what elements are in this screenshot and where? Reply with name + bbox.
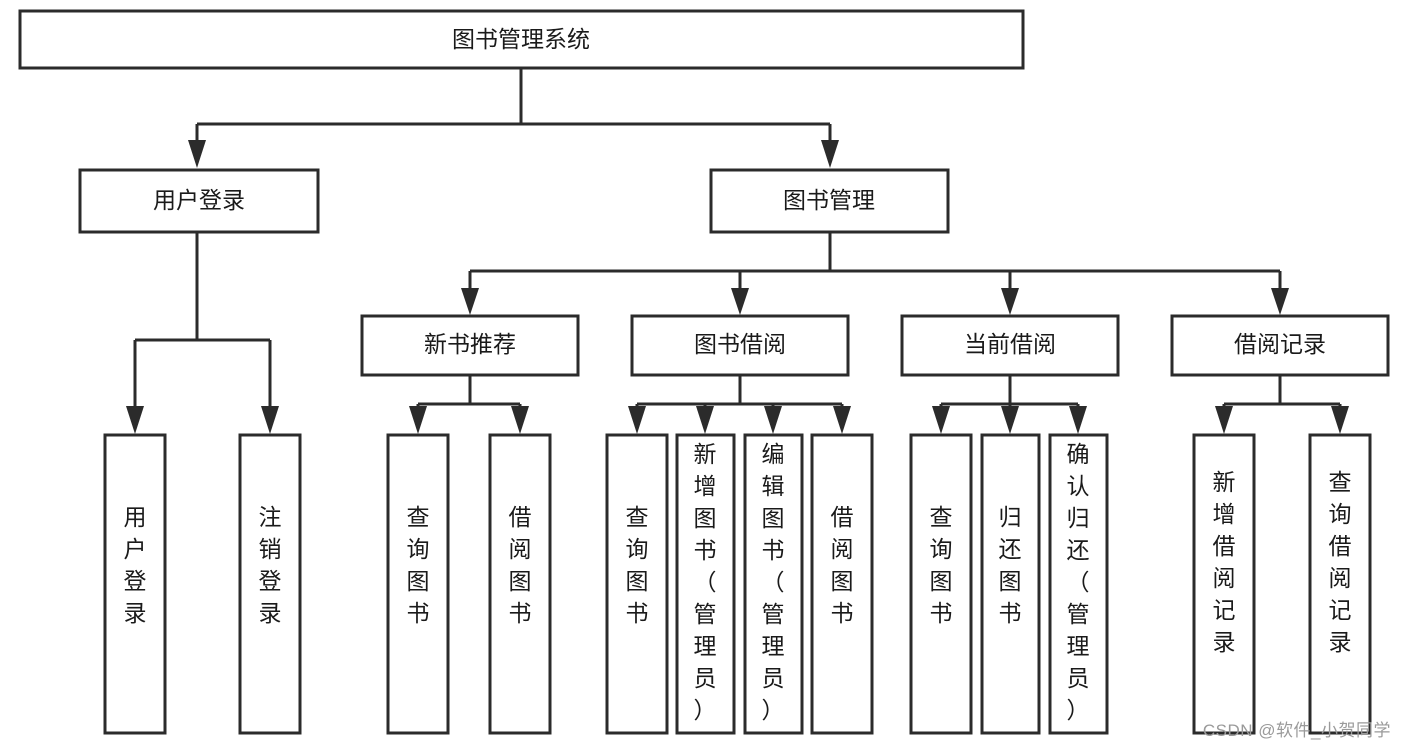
node-leaf7-label: 编辑图书（管理员）	[762, 441, 785, 723]
arrow-head-leaf10	[1001, 406, 1019, 434]
node-leaf4-label: 借阅图书	[509, 504, 532, 626]
node-leaf12-box[interactable]	[1192, 433, 1256, 735]
node-leaf11-label: 确认归还（管理员）	[1067, 441, 1090, 723]
node-login-label: 用户登录	[153, 187, 245, 213]
arrow-head-leaf1	[126, 406, 144, 434]
node-leaf10-box[interactable]	[980, 433, 1041, 735]
node-leaf4[interactable]: 借阅图书	[488, 433, 552, 735]
node-newbook-label: 新书推荐	[424, 331, 516, 357]
edge-group-records-to-leaves	[1215, 375, 1349, 434]
node-root-box[interactable]	[18, 9, 1025, 70]
node-borrow-label: 图书借阅	[694, 331, 786, 357]
node-leaf6[interactable]: 新增图书（管理员）	[675, 433, 736, 735]
arrow-head-leaf11	[1069, 406, 1087, 434]
edge-group-borrow-to-leaves	[628, 375, 851, 434]
node-leaf11-box[interactable]	[1048, 433, 1109, 735]
node-leaf1-label: 用户登录	[124, 504, 147, 626]
arrow-head-leaf3	[409, 406, 427, 434]
node-leaf4-box[interactable]	[488, 433, 552, 735]
node-leaf8[interactable]: 借阅图书	[810, 433, 874, 735]
node-leaf10-label: 归还图书	[999, 504, 1022, 626]
node-bookmgmt[interactable]: 图书管理	[709, 168, 950, 234]
node-login[interactable]: 用户登录	[78, 168, 320, 234]
node-leaf13[interactable]: 查询借阅记录	[1308, 433, 1372, 735]
node-leaf5-label: 查询图书	[626, 504, 649, 626]
node-leaf3-box[interactable]	[386, 433, 450, 735]
arrow-head-newbook	[461, 288, 479, 315]
node-leaf8-box[interactable]	[810, 433, 874, 735]
node-records[interactable]: 借阅记录	[1170, 314, 1390, 377]
arrow-head-leaf4	[511, 406, 529, 434]
node-leaf9-label: 查询图书	[930, 504, 953, 626]
arrow-head-records	[1271, 288, 1289, 315]
node-current[interactable]: 当前借阅	[900, 314, 1120, 377]
node-leaf7-box[interactable]	[743, 433, 804, 735]
node-newbook-box[interactable]	[360, 314, 580, 377]
node-leaf12-label: 新增借阅记录	[1213, 469, 1236, 655]
node-borrow-box[interactable]	[630, 314, 850, 377]
arrow-head-leaf2	[261, 406, 279, 434]
node-root[interactable]: 图书管理系统	[18, 9, 1025, 70]
arrow-head-leaf5	[628, 406, 646, 434]
arrow-head-borrow	[731, 288, 749, 315]
node-leaf6-label: 新增图书（管理员）	[694, 441, 717, 723]
node-leaf3-label: 查询图书	[407, 504, 430, 626]
edge-group-bookmgmt-to-level3	[461, 232, 1289, 315]
node-records-box[interactable]	[1170, 314, 1390, 377]
node-leaf11[interactable]: 确认归还（管理员）	[1048, 433, 1109, 735]
arrow-head-current	[1001, 288, 1019, 315]
node-leaf9[interactable]: 查询图书	[909, 433, 973, 735]
node-bookmgmt-box[interactable]	[709, 168, 950, 234]
node-leaf9-box[interactable]	[909, 433, 973, 735]
arrow-head-leaf12	[1215, 406, 1233, 434]
arrow-head-leaf6	[696, 406, 714, 434]
node-login-box[interactable]	[78, 168, 320, 234]
node-leaf2-label: 注销登录	[259, 504, 282, 626]
arrow-head-bookmgmt	[821, 140, 839, 168]
node-leaf1-box[interactable]	[103, 433, 167, 735]
node-leaf13-box[interactable]	[1308, 433, 1372, 735]
node-root-label: 图书管理系统	[452, 26, 590, 52]
csdn-watermark: CSDN @软件_小贺同学	[1202, 721, 1391, 740]
edge-group-newbook-to-leaves	[409, 375, 529, 434]
node-leaf12[interactable]: 新增借阅记录	[1192, 433, 1256, 735]
edge-group-current-to-leaves	[932, 375, 1087, 434]
arrow-head-leaf7	[764, 406, 782, 434]
node-leaf8-label: 借阅图书	[831, 504, 854, 626]
node-borrow[interactable]: 图书借阅	[630, 314, 850, 377]
arrow-head-login	[188, 140, 206, 168]
edge-group-login-to-leaves	[126, 232, 279, 434]
node-current-label: 当前借阅	[964, 331, 1056, 357]
node-bookmgmt-label: 图书管理	[783, 187, 875, 213]
node-leaf3[interactable]: 查询图书	[386, 433, 450, 735]
edge-group-root-to-level2	[188, 68, 839, 168]
node-leaf7[interactable]: 编辑图书（管理员）	[743, 433, 804, 735]
node-leaf2-box[interactable]	[238, 433, 302, 735]
node-leaf2[interactable]: 注销登录	[238, 433, 302, 735]
node-leaf13-label: 查询借阅记录	[1329, 469, 1352, 655]
arrow-head-leaf9	[932, 406, 950, 434]
arrow-head-leaf8	[833, 406, 851, 434]
node-leaf6-box[interactable]	[675, 433, 736, 735]
node-leaf5-box[interactable]	[605, 433, 669, 735]
node-newbook[interactable]: 新书推荐	[360, 314, 580, 377]
node-leaf10[interactable]: 归还图书	[980, 433, 1041, 735]
node-records-label: 借阅记录	[1234, 331, 1326, 357]
arrow-head-leaf13	[1331, 406, 1349, 434]
node-leaf5[interactable]: 查询图书	[605, 433, 669, 735]
node-leaf1[interactable]: 用户登录	[103, 433, 167, 735]
node-current-box[interactable]	[900, 314, 1120, 377]
